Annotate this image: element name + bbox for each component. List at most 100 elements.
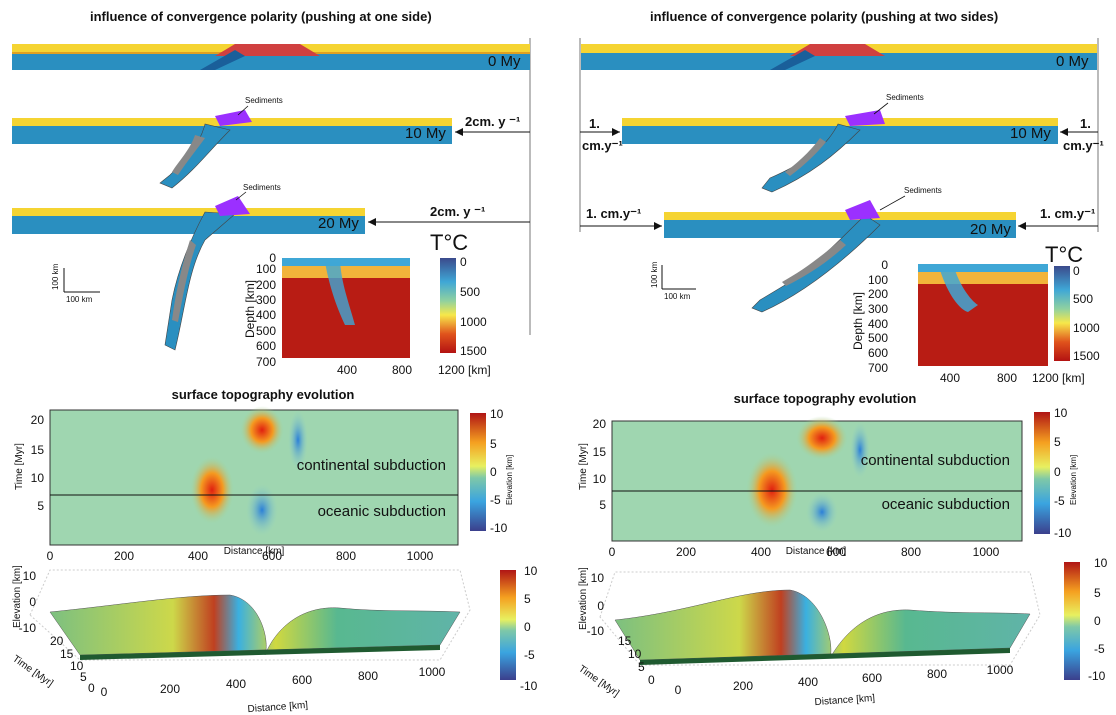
left-push-10: 2cm. y ⁻¹: [465, 114, 520, 129]
svg-text:cm.y⁻¹: cm.y⁻¹: [1063, 138, 1104, 153]
left-topo-lower: oceanic subduction: [318, 503, 446, 520]
svg-text:0: 0: [597, 599, 604, 613]
svg-text:5: 5: [599, 498, 606, 512]
svg-text:Depth [km]: Depth [km]: [243, 280, 257, 338]
svg-text:1200 [km]: 1200 [km]: [438, 363, 491, 377]
svg-text:5: 5: [1094, 586, 1101, 600]
svg-text:-10: -10: [490, 521, 508, 535]
left-stage-10: Sediments 10 My 2cm. y ⁻¹: [12, 96, 530, 189]
svg-text:0: 0: [675, 683, 682, 697]
svg-text:1500: 1500: [460, 344, 487, 358]
svg-text:5: 5: [524, 592, 531, 606]
svg-text:500: 500: [460, 285, 480, 299]
svg-text:20: 20: [593, 417, 607, 431]
right-sediments-10: Sediments: [886, 93, 924, 102]
left-3d-surface: 10 0 -10 Elevation [km] 20 15 10 5 0 Tim…: [10, 564, 537, 715]
svg-text:0: 0: [490, 465, 497, 479]
svg-text:5: 5: [1054, 435, 1061, 449]
svg-text:Elevation [km]: Elevation [km]: [12, 565, 23, 628]
svg-text:5: 5: [490, 437, 497, 451]
svg-text:100: 100: [256, 262, 276, 276]
right-scale-bar: 100 km 100 km: [650, 261, 696, 301]
svg-text:Distance [km]: Distance [km]: [247, 700, 308, 715]
svg-text:200: 200: [160, 682, 180, 696]
svg-text:15: 15: [593, 445, 607, 459]
svg-text:400: 400: [188, 549, 208, 563]
svg-text:Time [Myr]: Time [Myr]: [14, 443, 25, 490]
svg-text:10: 10: [524, 564, 538, 578]
svg-text:200: 200: [868, 287, 888, 301]
svg-text:400: 400: [868, 317, 888, 331]
right-stage-0: 0 My: [581, 44, 1097, 70]
left-stage-0-label: 0 My: [488, 53, 521, 70]
svg-text:-10: -10: [587, 624, 605, 638]
right-topo-map: surface topography evolution continental…: [578, 391, 1078, 559]
left-temperature-inset: 100 0 200 300 400 500 600 700 Depth [km]…: [243, 230, 491, 377]
svg-text:600: 600: [826, 545, 846, 559]
svg-text:20: 20: [50, 634, 64, 648]
svg-text:5: 5: [638, 660, 645, 674]
svg-text:Elevation [km]: Elevation [km]: [1069, 455, 1078, 505]
svg-text:600: 600: [262, 549, 282, 563]
svg-text:-5: -5: [524, 648, 535, 662]
svg-text:-10: -10: [520, 679, 538, 693]
svg-text:0: 0: [101, 685, 108, 699]
svg-text:0: 0: [1094, 614, 1101, 628]
svg-text:0: 0: [1073, 264, 1080, 278]
right-stage-0-label: 0 My: [1056, 53, 1089, 70]
svg-text:Time [Myr]: Time [Myr]: [10, 653, 55, 689]
svg-text:0: 0: [609, 545, 616, 559]
svg-text:5: 5: [80, 670, 87, 684]
svg-text:600: 600: [256, 339, 276, 353]
svg-text:10: 10: [1094, 556, 1108, 570]
svg-text:10: 10: [591, 571, 605, 585]
svg-text:1. cm.y⁻¹: 1. cm.y⁻¹: [1040, 206, 1095, 221]
svg-text:500: 500: [256, 324, 276, 338]
left-stage-20-label: 20 My: [318, 215, 359, 232]
svg-text:0: 0: [1054, 465, 1061, 479]
right-temp-title: T°C: [1045, 242, 1083, 267]
svg-text:Distance [km]: Distance [km]: [786, 546, 847, 557]
left-topo-upper: continental subduction: [297, 457, 446, 474]
svg-text:15: 15: [31, 443, 45, 457]
svg-text:10: 10: [490, 407, 504, 421]
svg-text:600: 600: [868, 346, 888, 360]
svg-text:800: 800: [358, 669, 378, 683]
svg-text:600: 600: [292, 673, 312, 687]
right-stage-10: Sediments 10 My 1. cm.y⁻¹ 1. cm.y⁻¹: [580, 93, 1104, 193]
svg-text:0: 0: [881, 258, 888, 272]
right-topo-upper: continental subduction: [861, 452, 1010, 469]
left-push-20: 2cm. y ⁻¹: [430, 204, 485, 219]
svg-text:700: 700: [256, 355, 276, 369]
svg-text:Depth [km]: Depth [km]: [851, 292, 865, 350]
svg-text:200: 200: [114, 549, 134, 563]
svg-text:Distance [km]: Distance [km]: [814, 693, 875, 708]
svg-text:10: 10: [31, 471, 45, 485]
svg-text:100 km: 100 km: [664, 292, 691, 301]
svg-text:Time [Myr]: Time [Myr]: [578, 443, 589, 490]
svg-text:400: 400: [940, 371, 960, 385]
svg-text:600: 600: [862, 671, 882, 685]
svg-text:800: 800: [392, 363, 412, 377]
svg-text:100 km: 100 km: [51, 263, 60, 290]
svg-text:0: 0: [524, 620, 531, 634]
svg-text:800: 800: [901, 545, 921, 559]
right-topo-lower: oceanic subduction: [882, 496, 1010, 513]
svg-text:1. cm.y⁻¹: 1. cm.y⁻¹: [586, 206, 641, 221]
svg-text:-10: -10: [19, 621, 37, 635]
right-3d-surface: 10 0 -10 Elevation [km] 15 10 5 0 Time […: [576, 556, 1107, 708]
right-topo-title: surface topography evolution: [734, 391, 917, 406]
svg-text:0: 0: [269, 251, 276, 265]
svg-text:400: 400: [798, 675, 818, 689]
svg-text:-10: -10: [1054, 526, 1072, 540]
svg-text:1.: 1.: [1080, 116, 1091, 131]
left-stage-10-label: 10 My: [405, 125, 446, 142]
svg-text:-10: -10: [1088, 669, 1106, 683]
svg-text:0: 0: [47, 549, 54, 563]
svg-text:100 km: 100 km: [650, 261, 659, 288]
left-stage-20: Sediments 20 My 2cm. y ⁻¹: [12, 183, 530, 351]
svg-text:0: 0: [460, 255, 467, 269]
svg-text:-5: -5: [1054, 494, 1065, 508]
svg-text:400: 400: [256, 308, 276, 322]
